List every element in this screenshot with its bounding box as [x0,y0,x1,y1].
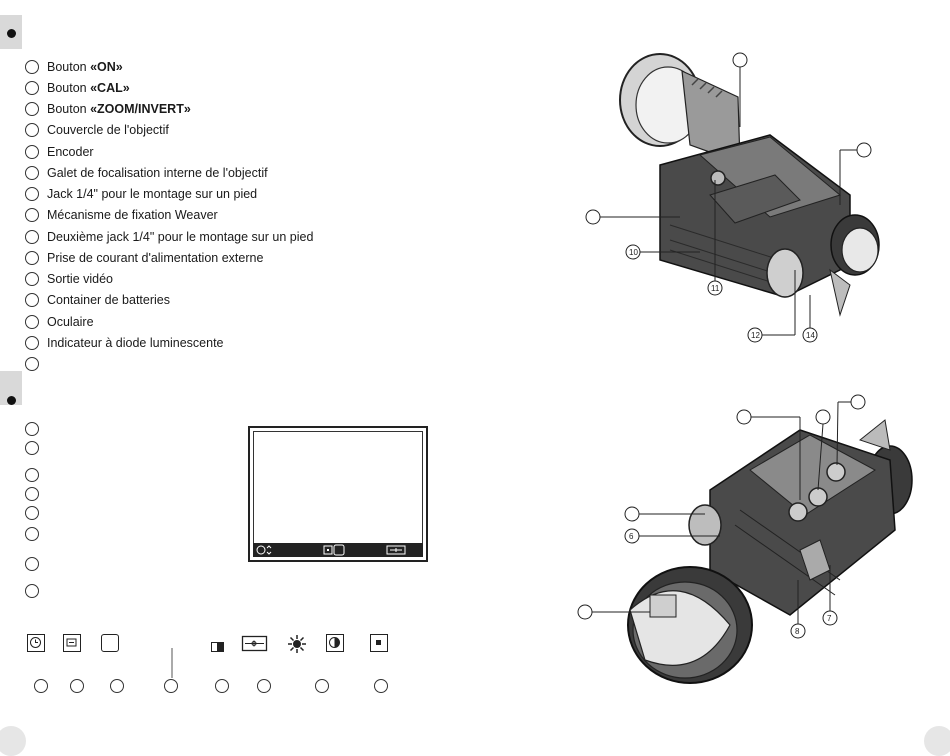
legend-number-circle [257,679,271,693]
device-diagram-top: 10 11 12 14 [585,52,880,343]
item-number-circle [25,102,39,116]
callout-12: 12 [751,331,760,340]
stop-icon [323,545,333,555]
updown-icon [266,545,272,555]
legend-number-circle [110,679,124,693]
item-number-circle [25,145,39,159]
item-number-circle [25,81,39,95]
item-number-circle [25,487,39,501]
status-bar [253,543,423,557]
list-item: Couvercle de l'objectif [47,123,169,137]
page-corner-right [924,726,950,756]
status-bar-icons [256,544,406,556]
video-out-icon [241,635,268,652]
item-number-circle [25,123,39,137]
device-diagram-bottom: 6 7 8 [577,394,913,684]
display-screen [248,426,428,562]
item-number-circle [25,336,39,350]
list-item: Deuxième jack 1/4" pour le montage sur u… [47,230,314,244]
list-item: Container de batteries [47,293,170,307]
stop-icon [370,634,388,652]
button-zoom [788,502,808,522]
list-item: Bouton «ZOOM/INVERT» [47,102,191,116]
item-number-circle [25,251,39,265]
page-corner-left [0,726,26,756]
vertical-line-icon [171,648,173,678]
bullet-icon [7,29,16,38]
callout-14: 14 [806,331,815,340]
box-icon [333,544,345,556]
item-number-circle [25,468,39,482]
legend-number-circle [315,679,329,693]
item-number-circle [25,60,39,74]
item-number-circle [25,230,39,244]
button-cal [808,487,828,507]
item-number-circle [25,272,39,286]
item-number-circle [25,584,39,598]
list-item: Bouton «CAL» [47,81,130,95]
list-item: Galet de focalisation interne de l'objec… [47,166,268,180]
item-number-circle [25,527,39,541]
brightness-icon [288,635,306,653]
input-icon [386,545,406,555]
list-item: Sortie vidéo [47,272,114,286]
input-icon [63,634,81,652]
legend-number-circle [164,679,178,693]
legend-number-circle [34,679,48,693]
screen-frame [253,431,423,557]
contrast-icon [326,634,344,652]
legend-number-circle [215,679,229,693]
list-item: Bouton «ON» [47,60,123,74]
list-item: Mécanisme de fixation Weaver [47,208,218,222]
bullet-icon [7,396,16,405]
item-number-circle [25,315,39,329]
section-tab-components [0,15,22,49]
list-item: Prise de courant d'alimentation externe [47,251,264,265]
item-number-circle [25,166,39,180]
callout-6: 6 [629,532,634,541]
callout-7: 7 [827,614,832,623]
item-number-circle [25,506,39,520]
item-number-circle [25,357,39,371]
item-number-circle [25,187,39,201]
list-item: Jack 1/4" pour le montage sur un pied [47,187,258,201]
button-on [826,462,846,482]
item-number-circle [25,422,39,436]
item-number-circle [25,293,39,307]
item-number-circle [25,557,39,571]
callout-10: 10 [629,248,638,257]
item-number-circle [25,208,39,222]
list-item: Oculaire [47,315,94,329]
legend-number-circle [70,679,84,693]
battery-icon [211,642,224,652]
list-item: Encoder [47,145,94,159]
list-item: Indicateur à diode luminescente [47,336,224,350]
callout-11: 11 [711,284,720,293]
clock-icon [27,634,45,652]
callout-8: 8 [795,627,800,636]
item-number-circle [25,441,39,455]
empty-box-icon [101,634,119,652]
clock-icon [256,545,266,555]
legend-number-circle [374,679,388,693]
section-tab-display [0,371,22,405]
